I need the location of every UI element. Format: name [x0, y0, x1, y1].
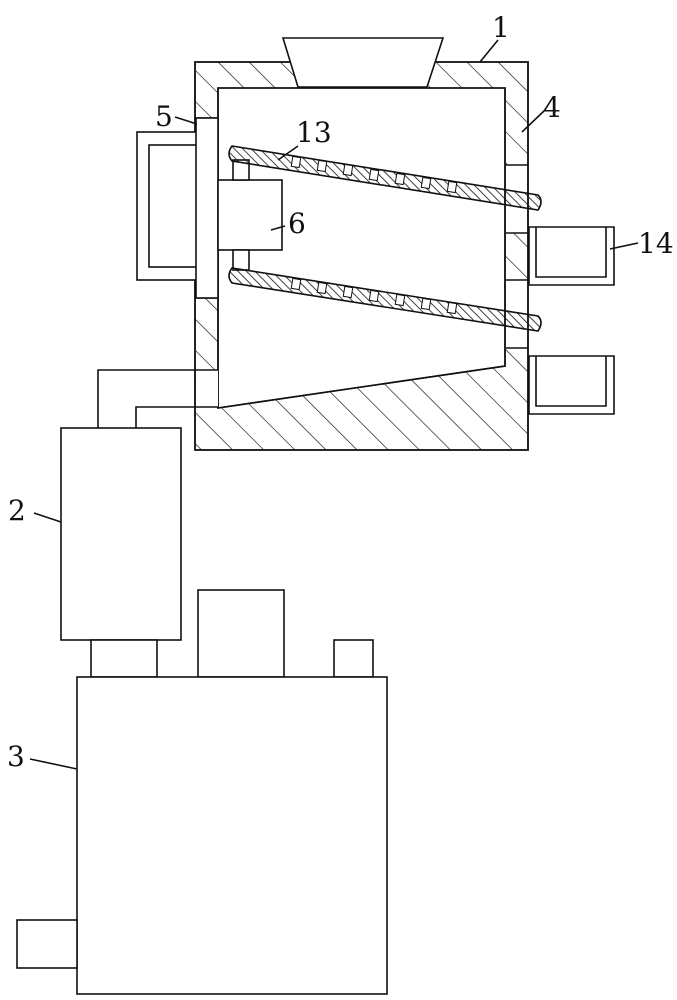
label-5: 5	[155, 100, 173, 133]
unit-2	[60, 427, 182, 641]
side-chamber-5	[136, 117, 219, 299]
label-3: 3	[7, 740, 25, 773]
screen-13-upper	[228, 145, 542, 211]
screen-13-lower	[228, 267, 542, 332]
label-14: 14	[638, 227, 674, 260]
discharge-pipe	[97, 369, 196, 428]
label-6: 6	[288, 207, 306, 240]
motor-6	[217, 159, 283, 271]
collection-box-lower	[528, 355, 615, 415]
feed-hopper	[281, 37, 445, 88]
unit-3	[16, 589, 388, 995]
label-1: 1	[492, 11, 510, 44]
housing-cavity	[217, 87, 506, 409]
label-13: 13	[296, 116, 332, 149]
label-2: 2	[8, 494, 26, 527]
collection-box-upper	[528, 226, 615, 286]
label-4: 4	[543, 91, 561, 124]
leader-lines	[29, 39, 639, 770]
left-wall-opening-lower	[196, 370, 218, 407]
connector-2-3	[90, 639, 158, 678]
